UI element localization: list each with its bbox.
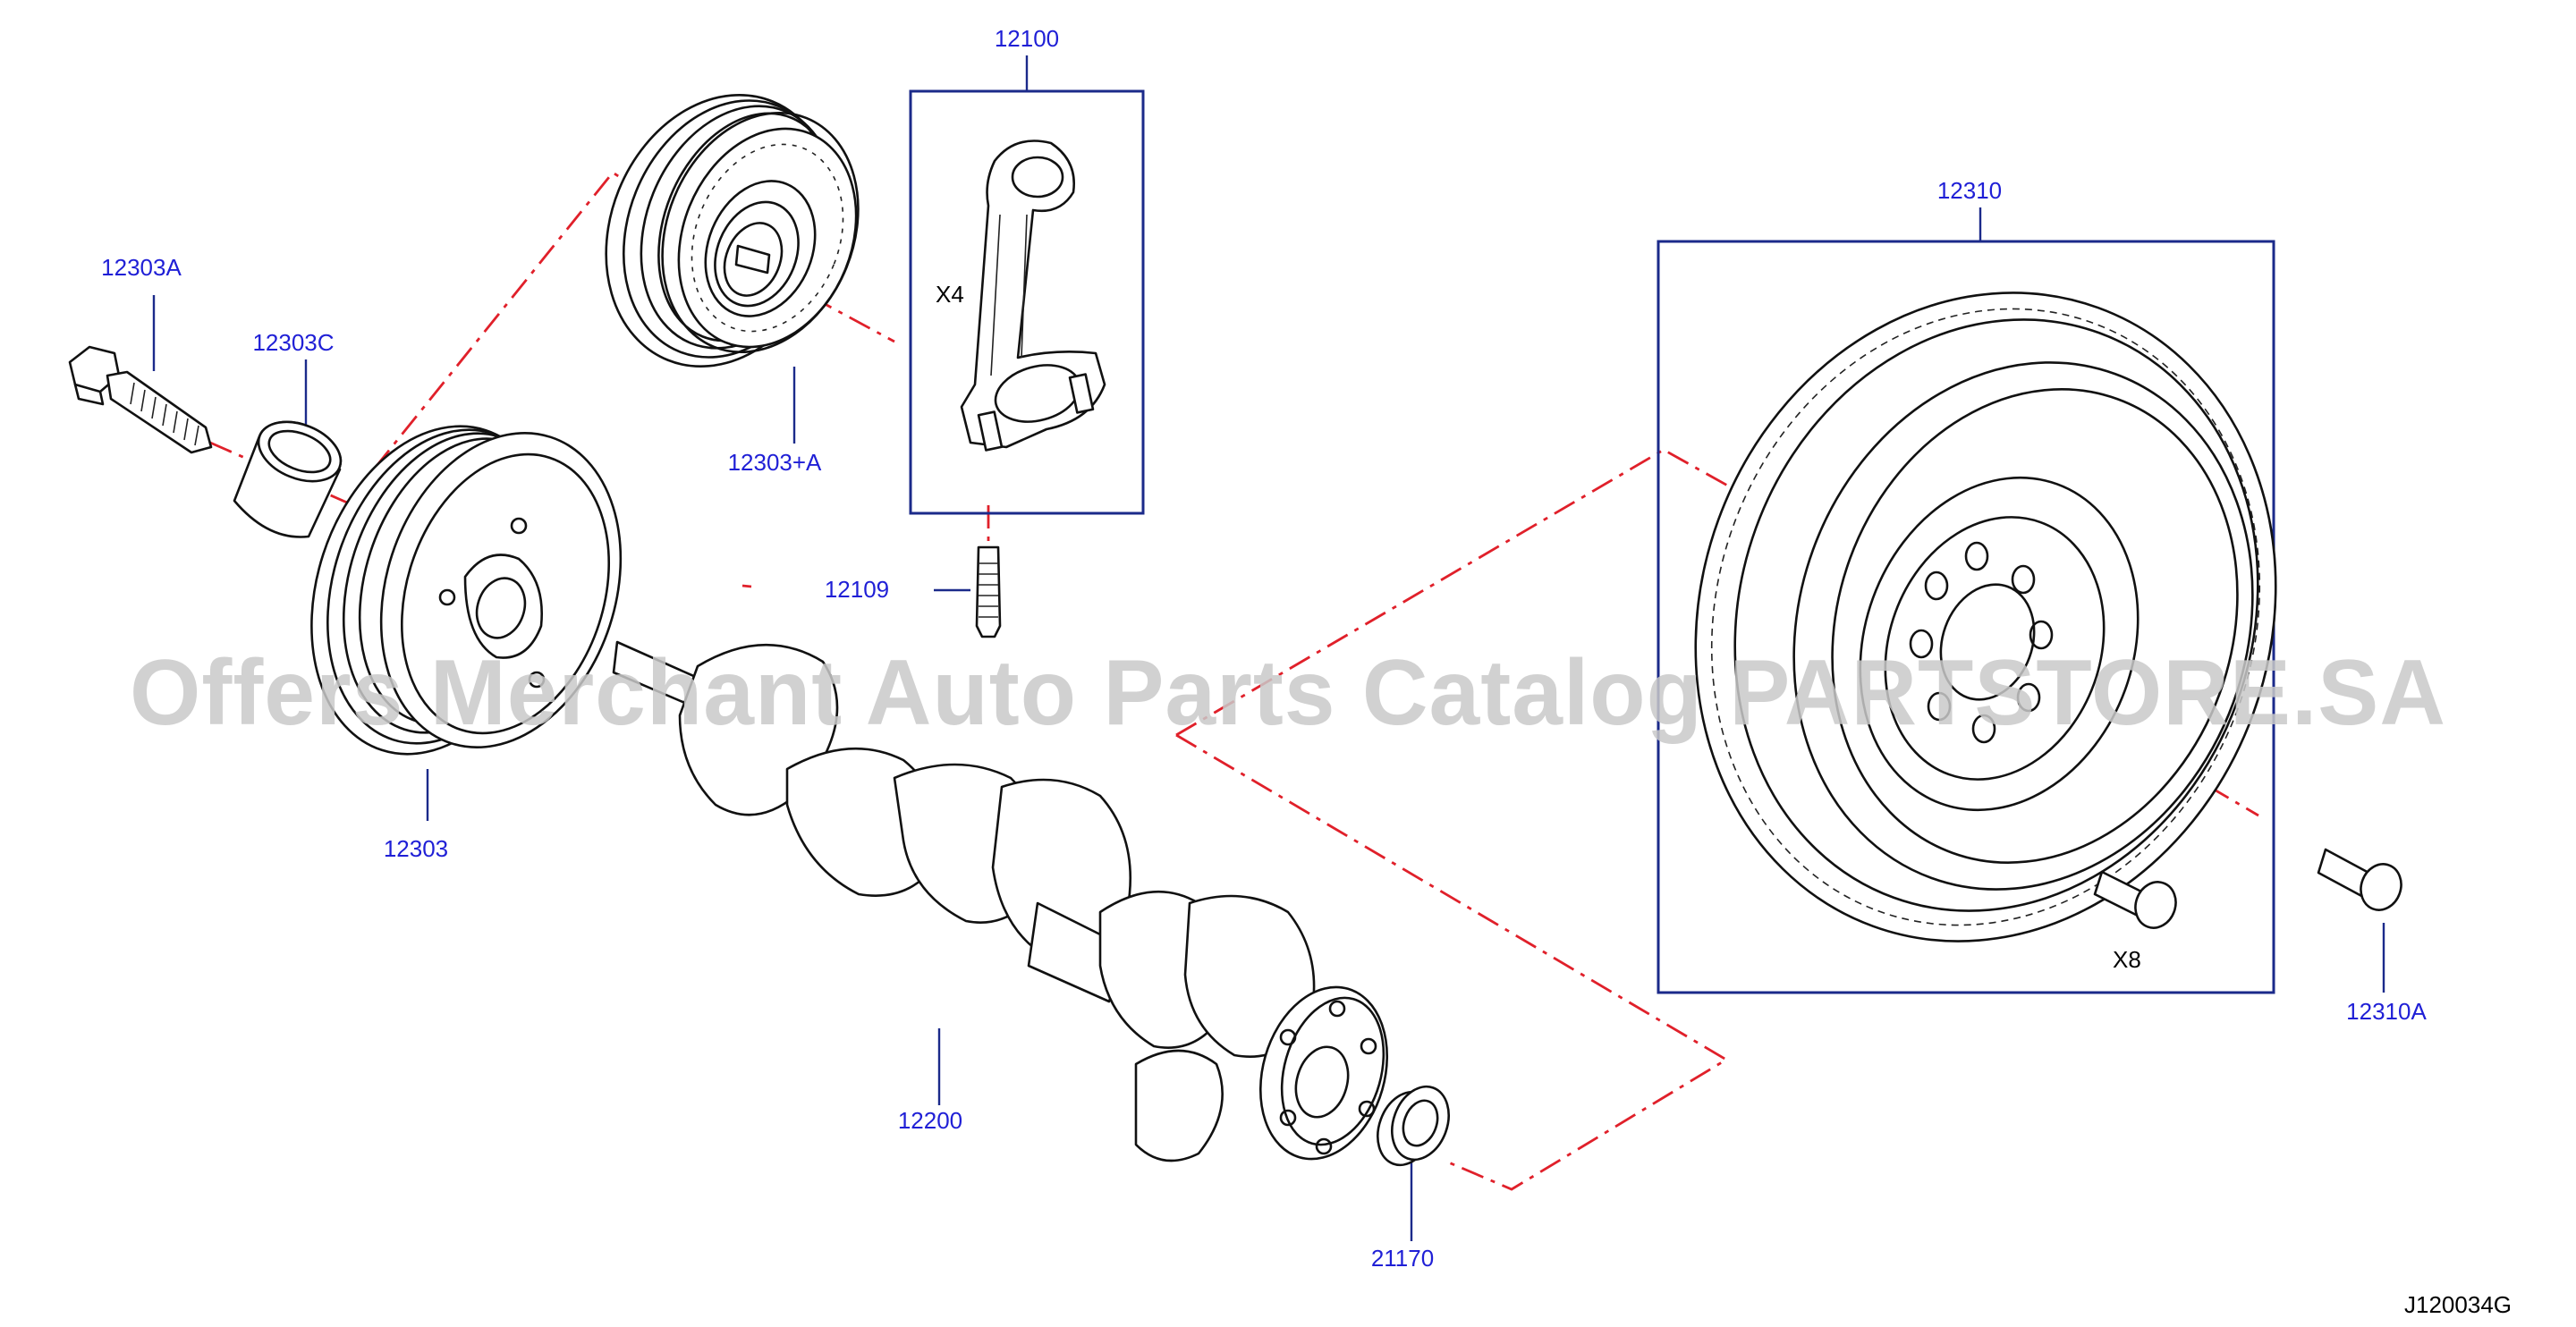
damper-pulley-upper: [605, 94, 860, 368]
callout-12100: 12100: [995, 25, 1059, 52]
callout-21170: 21170: [1371, 1245, 1434, 1272]
leader-lines: [152, 55, 2385, 1241]
callout-12303a: 12303A: [101, 254, 182, 281]
callout-12303-plus-a: 12303+A: [728, 449, 822, 476]
pilot-bearing: [1377, 1085, 1450, 1167]
crankshaft: [612, 640, 1389, 1162]
rod-bolt: [975, 545, 1002, 638]
callout-12303: 12303: [384, 835, 448, 862]
qty-connecting-rod: X4: [936, 281, 964, 308]
callout-12310: 12310: [1937, 177, 2002, 204]
crank-pulley-bolt: [68, 345, 213, 454]
connecting-rod: [960, 139, 1106, 452]
crankshaft-pulley: [310, 425, 623, 756]
spacer-collar: [233, 420, 343, 538]
diagram-code: J120034G: [2404, 1291, 2512, 1318]
callout-12109: 12109: [825, 576, 889, 603]
flywheel-bolt: [2093, 870, 2177, 929]
watermark-text: Offers Merchant Auto Parts Catalog PARTS…: [130, 641, 2446, 745]
qty-flywheel-bolt: X8: [2113, 946, 2141, 973]
flywheel: [1694, 292, 2277, 942]
callout-12303c: 12303C: [252, 329, 334, 356]
flywheel-bolt-12310a: [2317, 848, 2402, 911]
callout-12200: 12200: [898, 1107, 962, 1134]
callout-12310a: 12310A: [2346, 998, 2427, 1025]
